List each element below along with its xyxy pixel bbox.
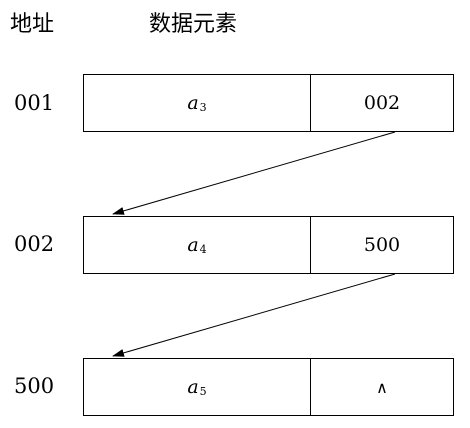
pointer-arrow <box>112 273 396 357</box>
node-address: 002 <box>14 232 55 256</box>
data-subscript: 3 <box>199 100 207 114</box>
null-pointer: ∧ <box>376 377 388 397</box>
node-address: 500 <box>14 374 55 398</box>
data-subscript: 4 <box>199 242 207 256</box>
data-subscript: 5 <box>199 384 207 398</box>
node-address: 001 <box>14 91 55 115</box>
node-next-pointer: 500 <box>363 234 401 256</box>
data-variable: a <box>187 376 199 398</box>
data-variable: a <box>187 92 199 114</box>
address-column-header: 地址 <box>10 12 55 37</box>
pointer-arrow <box>112 131 396 215</box>
element-column-header: 数据元素 <box>149 12 238 37</box>
node-next-pointer: 002 <box>363 92 401 114</box>
data-variable: a <box>187 234 199 256</box>
